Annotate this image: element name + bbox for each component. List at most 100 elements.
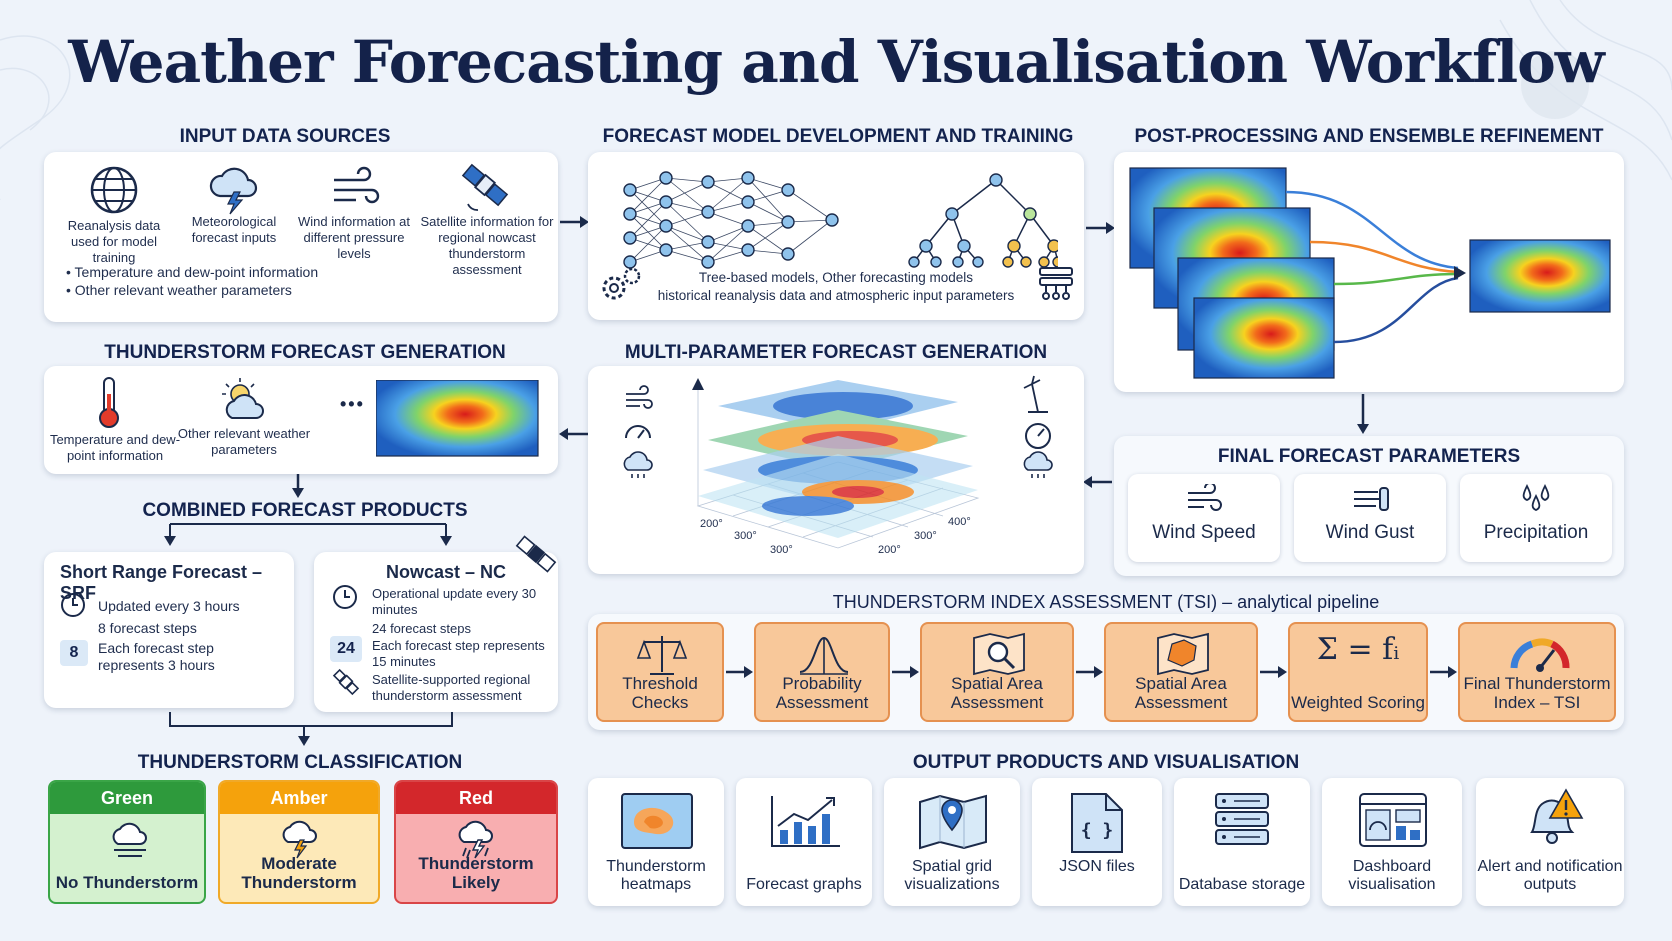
data-pipeline-icon (1039, 267, 1073, 300)
input-item-label: Meteorological forecast inputs (191, 214, 277, 245)
section-thunder-gen-title: THUNDERSTORM FORECAST GENERATION (104, 342, 506, 363)
map-region-icon (1157, 632, 1209, 676)
model-description-line2: historical reanalysis data and atmospher… (657, 288, 1015, 303)
srf-step-badge: 8 (60, 640, 88, 666)
flow-arrow (1260, 666, 1287, 678)
thunderstorm-rain-icon (458, 820, 493, 859)
flow-arrow (560, 216, 589, 228)
srf-step-desc: Each forecast step represents 3 hours (98, 640, 215, 673)
tsi-step-threshold: Threshold Checks (596, 622, 724, 722)
thunder-gen-label: Temperature and dew-point information (49, 432, 181, 463)
wind-gust-icon (1354, 487, 1389, 511)
multi-param-card: 200° 300° 300° 200° 300° 400° (588, 366, 1084, 574)
output-graphs: Forecast graphs (736, 778, 872, 906)
nc-step-badge: 24 (330, 636, 362, 662)
input-item-label: Satellite information for regional nowca… (420, 214, 554, 277)
page-title: Weather Forecasting and Visualisation Wo… (68, 28, 1604, 96)
tsi-step-spatial-1: Spatial Area Assessment (920, 622, 1074, 722)
flow-arrow (1083, 476, 1112, 488)
nc-update: Operational update every 30 minutes (372, 586, 537, 617)
final-param-wind-gust: Wind Gust (1294, 474, 1446, 562)
branch-connector (164, 523, 452, 546)
wind-icon (1188, 484, 1222, 511)
rain-cloud-icon (623, 451, 653, 478)
section-combined-title: COMBINED FORECAST PRODUCTS (142, 500, 468, 521)
class-amber: Amber Moderate Thunderstorm (218, 780, 380, 904)
srf-update: Updated every 3 hours (98, 598, 240, 614)
srf-steps: 8 forecast steps (98, 620, 197, 636)
thunderstorm-heatmap-preview (376, 380, 539, 457)
graph-icon (771, 796, 840, 847)
globe-icon (90, 166, 138, 214)
clock-icon (61, 593, 85, 617)
axis-tick: 300° (770, 544, 793, 556)
satellite-icon (461, 163, 509, 211)
axis-tick: 400° (948, 516, 971, 528)
database-icon (1215, 793, 1269, 845)
class-green: Green No Thunderstorm (48, 780, 206, 904)
input-item-label: Wind information at different pressure l… (298, 214, 410, 261)
section-final-title: FINAL FORECAST PARAMETERS (1217, 446, 1521, 467)
merge-connector (169, 712, 453, 746)
satellite-icon (515, 535, 557, 573)
heatmap-icon (621, 793, 693, 849)
thunder-gen-label: Other relevant weather parameters (177, 426, 311, 457)
flow-arrow (1357, 394, 1369, 434)
svg-text:{ }: { } (1081, 820, 1114, 841)
sun-cloud-icon (222, 378, 264, 419)
gauge-icon (625, 425, 651, 439)
storm-cloud-icon (282, 820, 317, 859)
input-bullet: • Other relevant weather parameters (66, 282, 292, 298)
sigma-icon: Σ = fᵢ (1316, 632, 1400, 667)
alert-bell-icon (1530, 788, 1584, 844)
input-item-label: Reanalysis data used for model training (67, 218, 161, 265)
map-pin-icon (919, 794, 987, 850)
axis-tick: 200° (700, 518, 723, 530)
section-input-title: INPUT DATA SOURCES (179, 126, 391, 147)
neural-network-icon (623, 171, 1058, 269)
wind-icon (334, 166, 380, 204)
ensemble-heatmaps-graphic (1129, 167, 1611, 379)
output-spatial-grid: Spatial grid visualizations (884, 778, 1020, 906)
section-multi-title: MULTI-PARAMETER FORECAST GENERATION (624, 342, 1048, 363)
wind-icon (626, 385, 653, 409)
output-heatmaps: Thunderstorm heatmaps (588, 778, 724, 906)
output-dashboard: Dashboard visualisation (1322, 778, 1462, 906)
layered-grid-graphic (623, 375, 1053, 549)
axis-tick: 200° (878, 544, 901, 556)
class-red: Red Thunderstorm Likely (394, 780, 558, 904)
gauge-icon (1510, 638, 1570, 672)
nc-satellite: Satellite-supported regional thunderstor… (372, 672, 531, 703)
tsi-step-spatial-2: Spatial Area Assessment (1104, 622, 1258, 722)
section-output-title: OUTPUT PRODUCTS AND VISUALISATION (912, 752, 1300, 773)
flow-arrow (559, 428, 588, 440)
tsi-step-probability: Probability Assessment (754, 622, 890, 722)
ellipsis: ••• (340, 394, 365, 414)
output-json: { } JSON files (1032, 778, 1162, 906)
flow-arrow (726, 666, 753, 678)
section-model-title: FORECAST MODEL DEVELOPMENT AND TRAINING (602, 126, 1074, 147)
flow-arrow (1076, 666, 1103, 678)
json-file-icon: { } (1071, 793, 1123, 853)
flow-arrow (892, 666, 919, 678)
tsi-step-weighted: Σ = fᵢ Weighted Scoring (1288, 622, 1428, 722)
tsi-step-final-index: Final Thunderstorm Index – TSI (1458, 622, 1616, 722)
section-classification-title: THUNDERSTORM CLASSIFICATION (137, 752, 463, 773)
dashboard-icon (1359, 793, 1427, 847)
raindrops-icon (1522, 483, 1550, 511)
axis-tick: 300° (734, 530, 757, 542)
srf-card: Short Range Forecast – SRF Updated every… (44, 552, 294, 708)
output-alerts: Alert and notification outputs (1476, 778, 1624, 906)
map-magnifier-icon (973, 632, 1025, 676)
thunder-gen-card: Temperature and dew-point information Ot… (44, 366, 558, 474)
flow-arrow (292, 474, 304, 498)
input-sources-card: Reanalysis data used for model training … (44, 152, 558, 322)
srf-title: Short Range Forecast – SRF (60, 562, 263, 603)
input-bullet: • Temperature and dew-point information (66, 264, 319, 280)
thermometer-icon (99, 377, 119, 428)
flow-arrow (1086, 222, 1115, 234)
nc-steps: 24 forecast steps (372, 621, 471, 636)
section-tsi-title: THUNDERSTORM INDEX ASSESSMENT (TSI) – an… (832, 592, 1380, 612)
satellite-icon (332, 668, 360, 696)
clock-icon (333, 585, 357, 609)
